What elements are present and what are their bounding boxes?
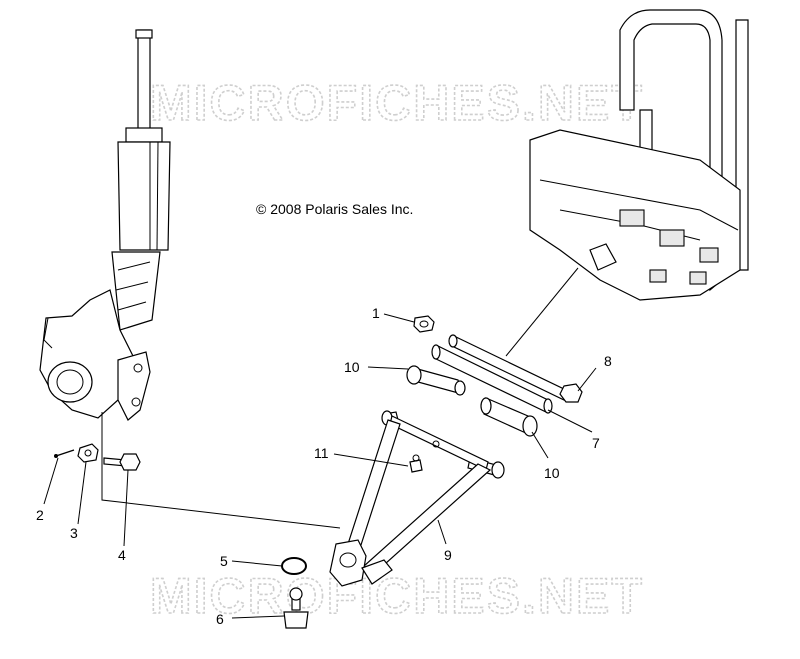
callout-6: 6	[216, 611, 224, 627]
callout-1: 1	[372, 305, 380, 321]
part-8-bolt	[448, 334, 583, 403]
part-11-grease-fitting	[409, 454, 423, 473]
callout-10-lower: 10	[544, 465, 560, 481]
callout-10-upper: 10	[344, 359, 360, 375]
strut-assembly	[111, 29, 171, 331]
callout-9: 9	[444, 547, 452, 563]
steering-knuckle	[39, 289, 151, 421]
callout-8: 8	[604, 353, 612, 369]
leader-lines	[43, 267, 597, 619]
watermark-bottom: MICROFICHES.NET	[150, 568, 644, 624]
part-3-nut	[77, 443, 99, 463]
part-10-bushing-upper	[406, 365, 466, 396]
part-9-a-arm	[329, 410, 505, 587]
copyright-text: © 2008 Polaris Sales Inc.	[256, 201, 413, 217]
callout-7: 7	[592, 435, 600, 451]
watermark-top: MICROFICHES.NET	[150, 75, 644, 131]
callout-5: 5	[220, 553, 228, 569]
callout-11: 11	[314, 445, 329, 461]
part-6-ball-joint	[283, 587, 309, 629]
callout-4: 4	[118, 547, 126, 563]
part-4-bolt	[103, 453, 141, 471]
callout-3: 3	[70, 525, 78, 541]
part-10-bushing-lower	[480, 397, 538, 437]
part-7-pivot-tube	[431, 344, 553, 414]
callout-2: 2	[36, 507, 44, 523]
frame-assembly	[529, 9, 749, 301]
part-1-nut	[413, 315, 435, 333]
part-2-cotter-pin	[54, 449, 75, 458]
